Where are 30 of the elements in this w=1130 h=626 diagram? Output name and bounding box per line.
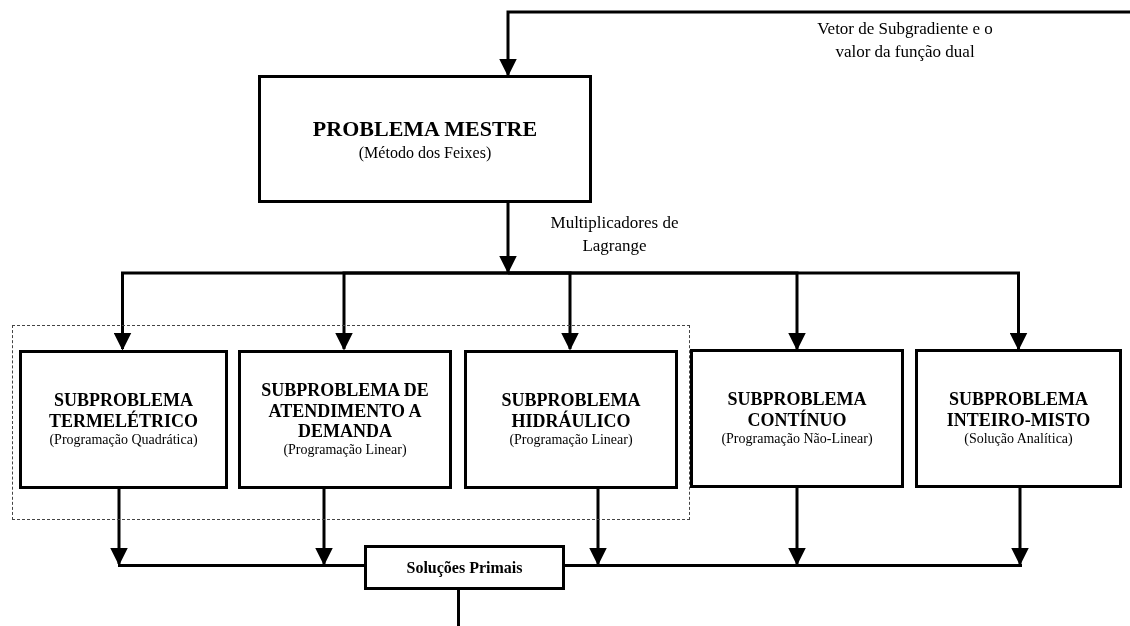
process-box <box>238 350 452 489</box>
box-heading: SUBPROBLEMA TERMELÉTRICO <box>48 390 199 432</box>
process-box <box>464 350 678 489</box>
box-subtitle: (Programação Linear) <box>283 442 407 459</box>
dashed-group-box <box>12 325 690 520</box>
arrow <box>499 10 1130 77</box>
process-box <box>258 75 592 203</box>
box-heading: SUBPROBLEMA INTEIRO-MISTO <box>945 389 1092 431</box>
process-box <box>364 545 565 590</box>
box-heading: SUBPROBLEMA HIDRÁULICO <box>500 390 642 432</box>
arrow <box>315 488 333 566</box>
process-box <box>915 349 1122 488</box>
box-heading: SUBPROBLEMA DE ATENDIMENTO A DEMANDA <box>260 380 430 443</box>
arrow <box>788 488 806 566</box>
arrow <box>508 271 1028 351</box>
box-subtitle: (Método dos Feixes) <box>358 142 492 162</box>
arrow <box>335 271 508 351</box>
box-subtitle: (Programação Linear) <box>509 431 633 449</box>
box-heading: SUBPROBLEMA CONTÍNUO <box>726 389 868 431</box>
process-box <box>690 349 904 488</box>
box-subtitle: (Solução Analítica) <box>964 430 1073 448</box>
arrow <box>499 203 517 274</box>
box-subtitle: (Programação Não-Linear) <box>721 430 873 448</box>
box-subtitle: (Programação Quadrática) <box>49 431 198 449</box>
arrow <box>589 488 607 566</box>
arrow <box>1011 488 1029 566</box>
box-heading: Soluções Primais <box>406 558 523 577</box>
box-heading: PROBLEMA MESTRE <box>312 116 538 143</box>
process-box <box>19 350 228 489</box>
arrow <box>110 488 128 566</box>
